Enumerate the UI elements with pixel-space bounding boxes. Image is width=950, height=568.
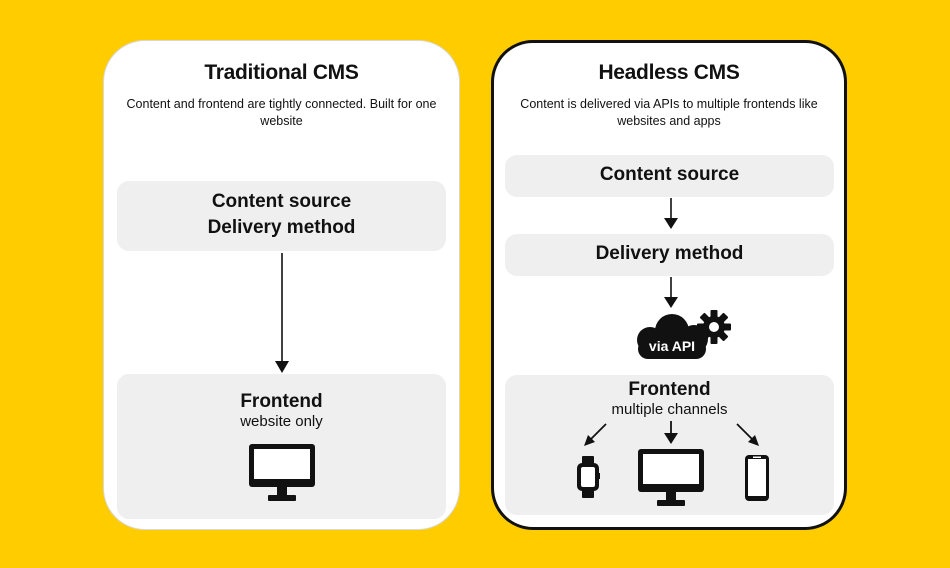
frontend-title: Frontend [240, 391, 323, 412]
headless-cms-description: Content is delivered via APIs to multipl… [520, 97, 818, 128]
down-arrow-icon [664, 277, 678, 308]
content-source-box: Content source [505, 155, 834, 197]
content-source-label: Content source [211, 191, 352, 212]
delivery-method-box: Delivery method [505, 234, 834, 276]
headless-cms-card: Headless CMS Content is delivered via AP… [491, 40, 847, 530]
content-delivery-box: Content source Delivery method [117, 181, 446, 251]
desktop-monitor-icon [249, 444, 315, 501]
down-arrow-icon [275, 253, 289, 373]
cloud-icon [637, 314, 708, 359]
headless-cms-title: Headless CMS [598, 61, 740, 84]
arrow-to-desktop-icon [664, 421, 678, 444]
traditional-cms-card: Traditional CMS Content and frontend are… [103, 40, 460, 530]
frontend-title: Frontend [628, 379, 711, 400]
via-api-label: via API [648, 338, 696, 354]
traditional-cms-title: Traditional CMS [204, 61, 359, 84]
smartphone-icon [745, 455, 769, 501]
desktop-monitor-icon [638, 449, 704, 506]
gear-icon [697, 310, 731, 344]
frontend-subtitle: website only [240, 413, 323, 430]
traditional-cms-description: Content and frontend are tightly connect… [126, 97, 437, 128]
content-source-label: Content source [599, 164, 740, 185]
arrow-to-watch-icon [584, 423, 607, 446]
arrow-to-phone-icon [736, 423, 759, 446]
delivery-method-label: Delivery method [207, 217, 356, 238]
frontend-subtitle: multiple channels [611, 401, 728, 418]
delivery-method-label: Delivery method [595, 243, 744, 264]
smartwatch-icon [577, 456, 600, 498]
down-arrow-icon [664, 198, 678, 229]
